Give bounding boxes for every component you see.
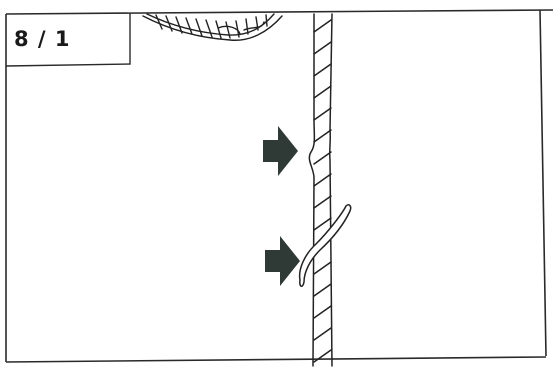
right-arrow-icon bbox=[265, 236, 300, 286]
right-arrow-icon bbox=[263, 126, 298, 176]
step-label: 8 / 1 bbox=[14, 29, 71, 50]
arrow-lower bbox=[265, 236, 300, 286]
rope-loop bbox=[300, 205, 351, 286]
vertical-rope bbox=[309, 14, 332, 366]
arrow-upper bbox=[263, 126, 298, 176]
rope-coil bbox=[143, 14, 282, 40]
panel-frame bbox=[6, 10, 553, 362]
